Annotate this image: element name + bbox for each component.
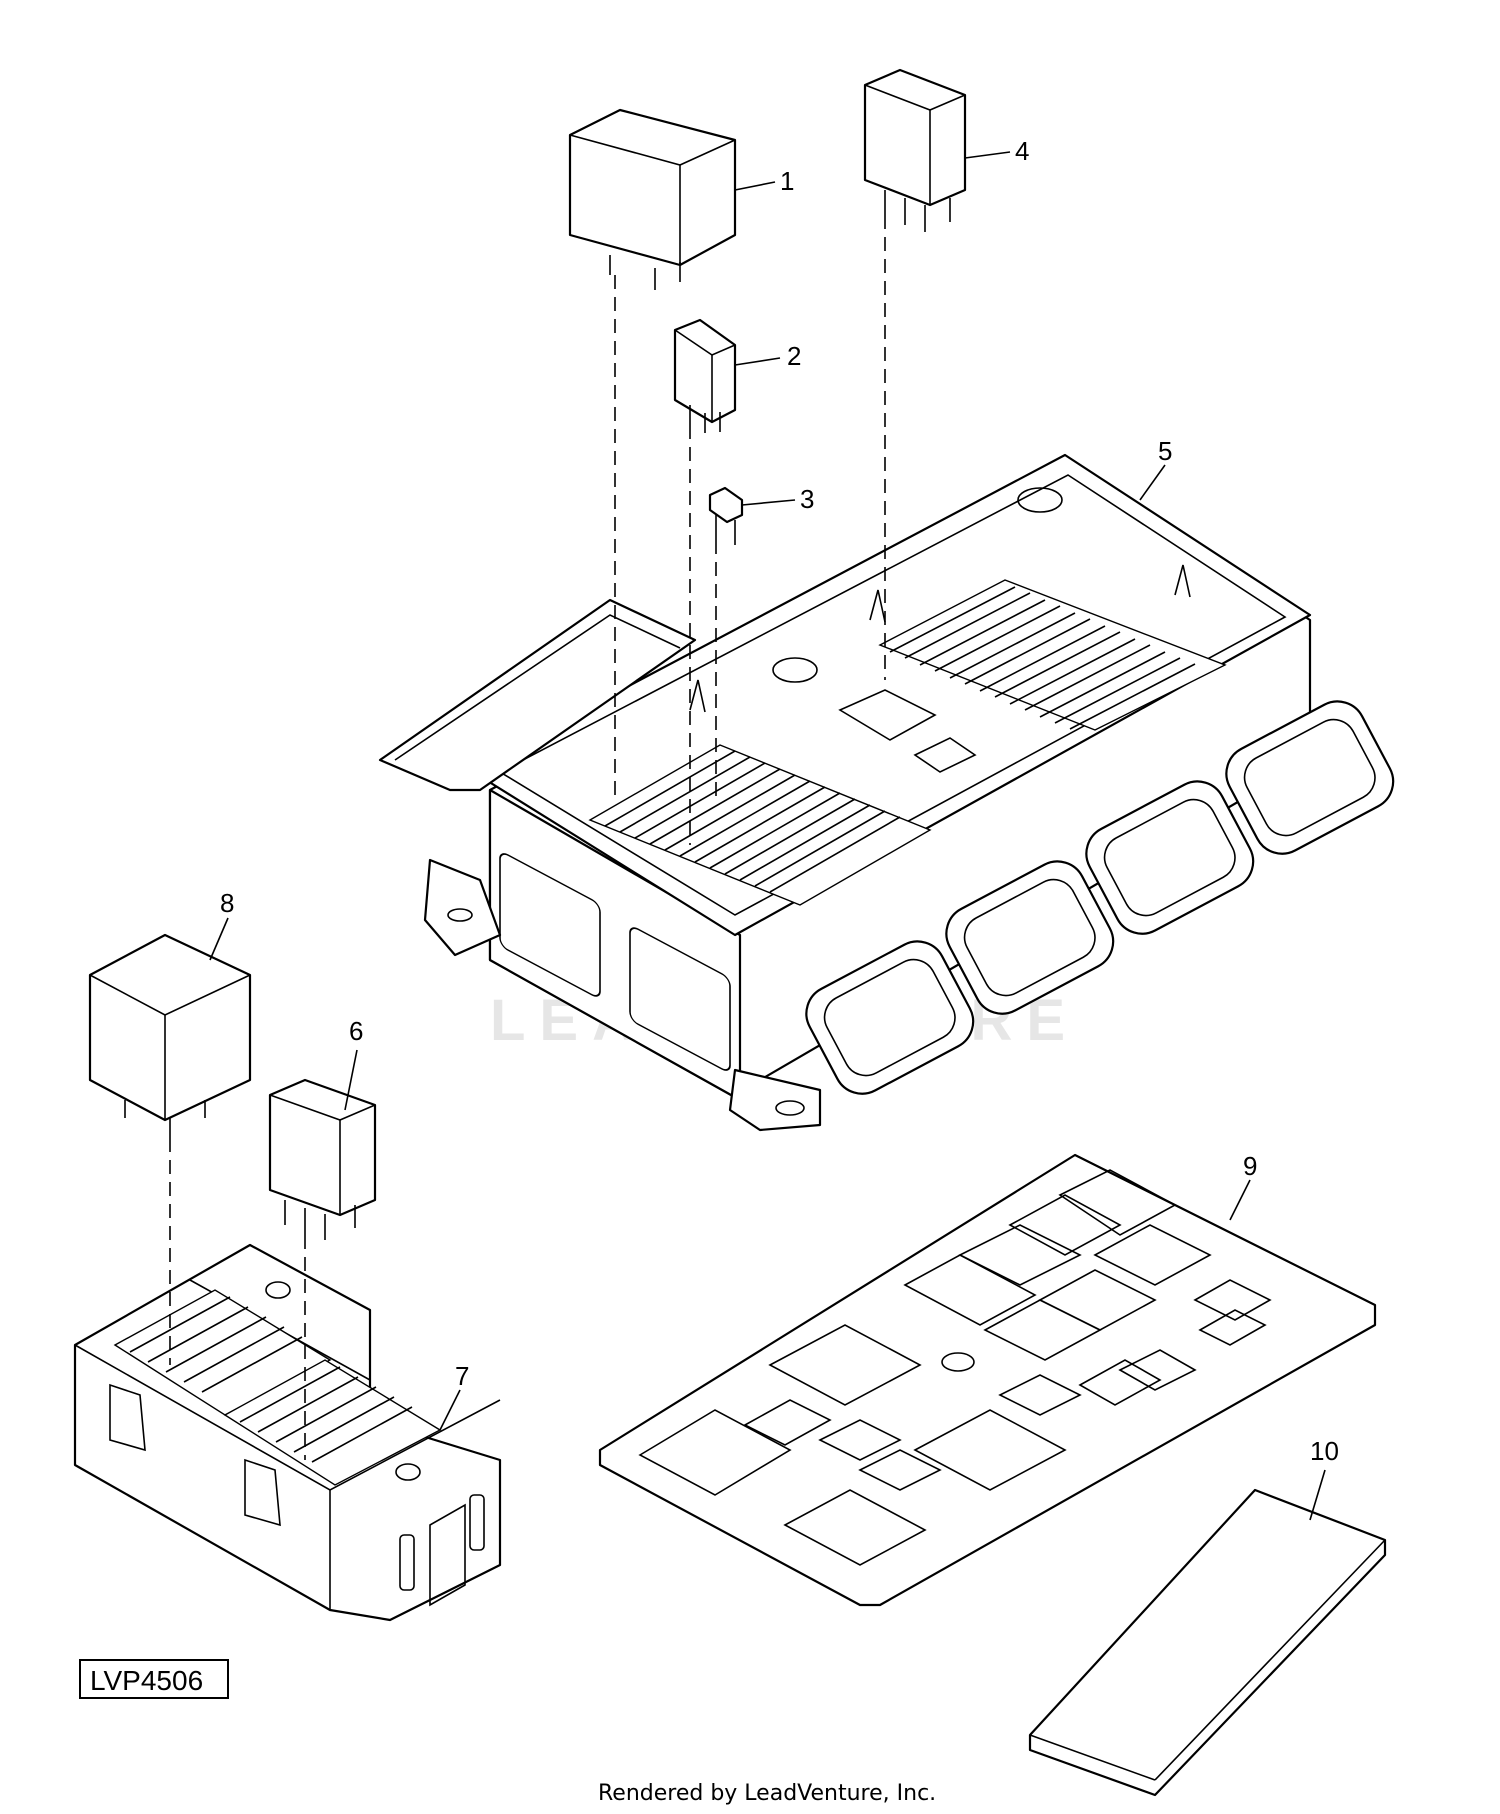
callout-3: 3: [800, 484, 814, 514]
callout-4: 4: [1015, 136, 1029, 166]
callout-7: 7: [455, 1361, 469, 1391]
footer-credit: Rendered by LeadVenture, Inc.: [598, 1781, 936, 1806]
part-8-relay: [88, 933, 252, 1138]
figure-id-box: LVP4506: [79, 1659, 229, 1699]
callout-numbers: 1 2 3 4 5 6 7 8 9 10: [220, 136, 1339, 1466]
callout-1: 1: [780, 166, 794, 196]
part-7-relay-holder: [73, 1243, 502, 1622]
callout-8: 8: [220, 888, 234, 918]
slot-rows-upper: [878, 579, 1227, 731]
callout-6: 6: [349, 1016, 363, 1046]
slot-rows-lower: [588, 744, 932, 906]
connectors: [805, 700, 1395, 1095]
callout-5: 5: [1158, 436, 1172, 466]
installation-lines: [169, 215, 886, 1460]
part-1-relay: [568, 108, 737, 290]
callout-10: 10: [1310, 1436, 1339, 1466]
part-4-micro-relay: [863, 68, 967, 232]
figure-id-text: LVP4506: [90, 1665, 203, 1696]
part-9-decal: [598, 1153, 1377, 1607]
part-10-label: [1028, 1488, 1387, 1797]
part-5-fuse-box: [378, 453, 1395, 1132]
callout-9: 9: [1243, 1151, 1257, 1181]
part-6-micro-relay: [268, 1078, 377, 1240]
part-3-fuse: [708, 486, 744, 545]
part-2-mini-relay: [673, 318, 737, 433]
callout-2: 2: [787, 341, 801, 371]
callout-leaders: [209, 151, 1326, 1521]
